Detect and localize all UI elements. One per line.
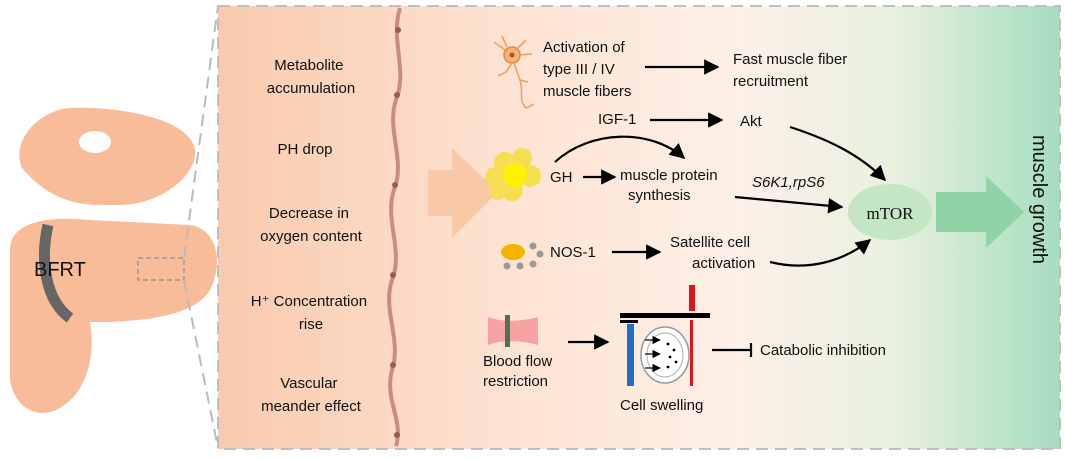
arm-illustration: BFRT bbox=[10, 107, 218, 413]
fast-recruitment-label: Fast muscle fiber recruitment bbox=[733, 51, 851, 90]
satellite-label: Satellite cell activation bbox=[670, 234, 755, 272]
big-input-arrow bbox=[428, 148, 498, 238]
cell-swelling-icon bbox=[620, 285, 710, 386]
arm-label: BFRT bbox=[34, 259, 86, 281]
gh-molecule-icon bbox=[485, 148, 541, 201]
fiber-activation-label: Activation of type III / IV muscle fiber… bbox=[543, 39, 631, 100]
akt-label: Akt bbox=[740, 113, 763, 130]
factor-4: H⁺ Concentration rise bbox=[251, 293, 371, 333]
blood-flow-label: Blood flow restriction bbox=[483, 353, 556, 390]
igf1-label: IGF-1 bbox=[598, 111, 636, 128]
factor-3: Decrease in oxygen content bbox=[260, 205, 363, 245]
mtor-label: mTOR bbox=[867, 204, 915, 223]
s6k1-label: S6K1,rpS6 bbox=[752, 174, 825, 191]
protein-synthesis-label: muscle protein synthesis bbox=[620, 167, 722, 204]
catabolic-label: Catabolic inhibition bbox=[760, 342, 886, 359]
vessel-wall bbox=[387, 7, 403, 447]
blood-vessel-icon bbox=[488, 315, 538, 347]
factor-2: PH drop bbox=[277, 141, 332, 158]
cell-swelling-label: Cell swelling bbox=[620, 397, 703, 414]
output-arrow bbox=[936, 176, 1024, 248]
factor-5: Vascular meander effect bbox=[261, 375, 362, 415]
factor-list: Metabolite accumulation PH drop Decrease… bbox=[251, 57, 371, 415]
outcome-label: muscle growth bbox=[1028, 135, 1050, 264]
nos1-molecule-icon bbox=[501, 242, 544, 270]
factor-1: Metabolite accumulation bbox=[267, 57, 355, 97]
nos1-label: NOS-1 bbox=[550, 244, 596, 261]
neuron-icon bbox=[493, 35, 535, 109]
gh-label: GH bbox=[550, 169, 573, 186]
mtor-node bbox=[848, 184, 932, 240]
